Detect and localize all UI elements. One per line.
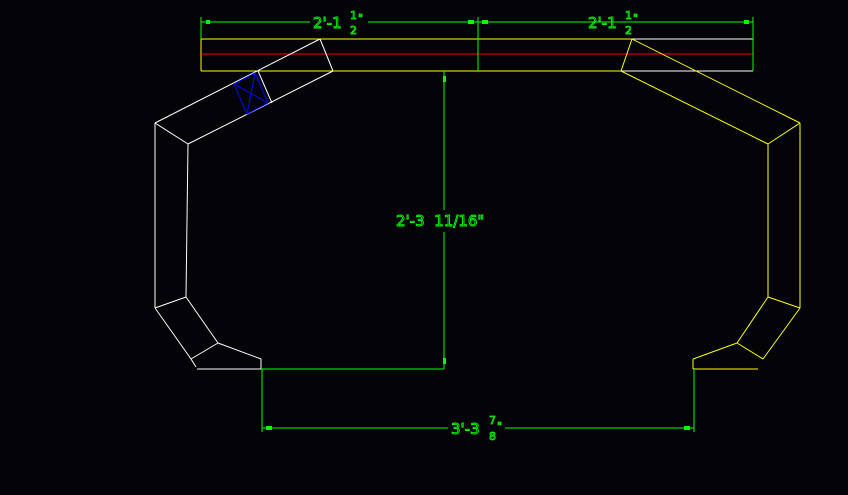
- dim-top-right: 2'-1: [588, 14, 617, 32]
- dim-top-left-unit: ": [358, 12, 363, 25]
- dim-top-right-den: 2: [625, 24, 632, 37]
- dim-top-left: 2'-1: [313, 14, 342, 32]
- dim-bottom-num: 7: [489, 414, 496, 427]
- right-frame: [620, 38, 801, 370]
- top-bar: [200, 38, 753, 72]
- dim-top-left-den: 2: [350, 24, 357, 37]
- dim-bottom: 3'-3: [451, 420, 480, 438]
- dim-top-right-unit: ": [633, 12, 638, 25]
- dimension-lines: [200, 17, 754, 432]
- dim-bottom-den: 8: [489, 430, 496, 443]
- dim-bottom-unit: ": [497, 420, 502, 433]
- dim-top-left-num: 1: [350, 9, 357, 22]
- left-frame: [154, 38, 334, 370]
- dim-vertical: 2'-3 11/16": [396, 212, 484, 230]
- dim-top-right-num: 1: [625, 9, 632, 22]
